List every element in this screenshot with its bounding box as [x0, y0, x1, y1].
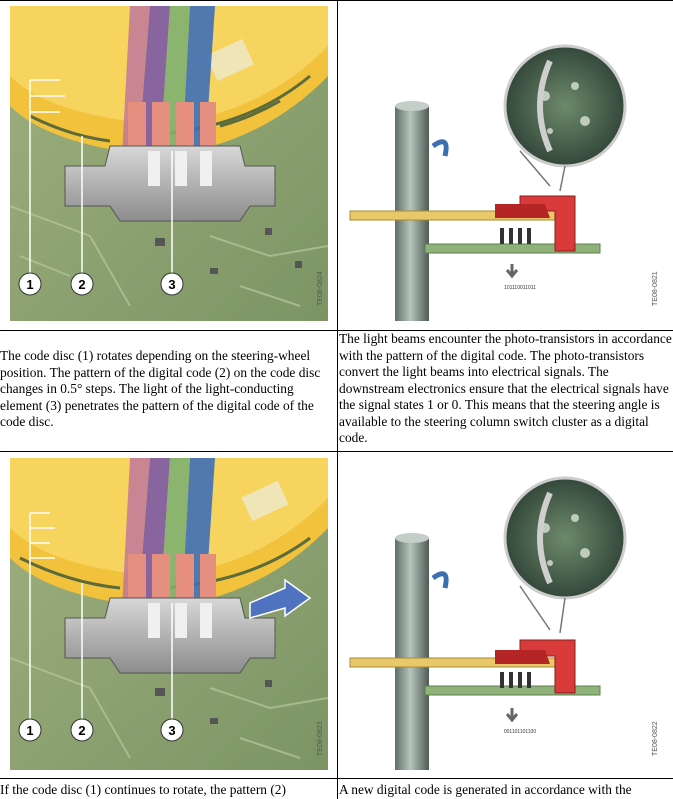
rotation-arrow-icon — [249, 578, 312, 619]
callout-1: 1 — [26, 277, 33, 292]
paragraph: A new digital code is generated in accor… — [339, 782, 632, 797]
description-left-1: The code disc (1) rotates depending on t… — [0, 348, 330, 431]
description-right-2: A new digital code is generated in accor… — [339, 782, 672, 799]
description-right-1: The light beams encounter the photo-tran… — [339, 331, 672, 447]
paragraph: The code disc (1) rotates depending on t… — [0, 348, 321, 429]
callout-3: 3 — [168, 277, 175, 292]
table-column-divider — [337, 0, 338, 799]
callout-2: 2 — [78, 723, 85, 738]
callout-2: 2 — [78, 277, 85, 292]
callout-1-marker — [18, 272, 42, 296]
figure-id: TE08-0823 — [317, 721, 324, 756]
table-divider — [0, 778, 673, 779]
table-border-top — [0, 0, 673, 1]
figure-id: TE08-0822 — [652, 721, 659, 756]
bit-code-label: 101110011011 — [504, 285, 536, 291]
callout-3-marker — [160, 718, 184, 742]
code-disc-figure-2: 1 2 3 TE08-0823 — [10, 458, 328, 770]
callout-1: 1 — [26, 723, 33, 738]
table-divider — [0, 330, 673, 331]
photo-transistor-figure-2: 001101101100 TE08-0822 — [345, 458, 665, 770]
table-divider — [0, 451, 673, 452]
description-left-2: If the code disc (1) continues to rotate… — [0, 782, 330, 799]
callout-1-marker — [18, 718, 42, 742]
callout-2-marker — [70, 272, 94, 296]
callout-2-marker — [70, 718, 94, 742]
figure-id: TE08-0824 — [317, 271, 324, 306]
callout-3-marker — [160, 272, 184, 296]
photo-transistor-figure-1: 101110011011 TE08-0821 — [345, 6, 665, 321]
paragraph: The light beams encounter the photo-tran… — [339, 331, 672, 445]
paragraph: If the code disc (1) continues to rotate… — [0, 782, 286, 797]
callout-3: 3 — [168, 723, 175, 738]
code-disc-figure-1: 1 2 3 TE08-0824 — [10, 6, 328, 321]
figure-id: TE08-0821 — [652, 271, 659, 306]
bit-code-label: 001101101100 — [504, 729, 536, 735]
